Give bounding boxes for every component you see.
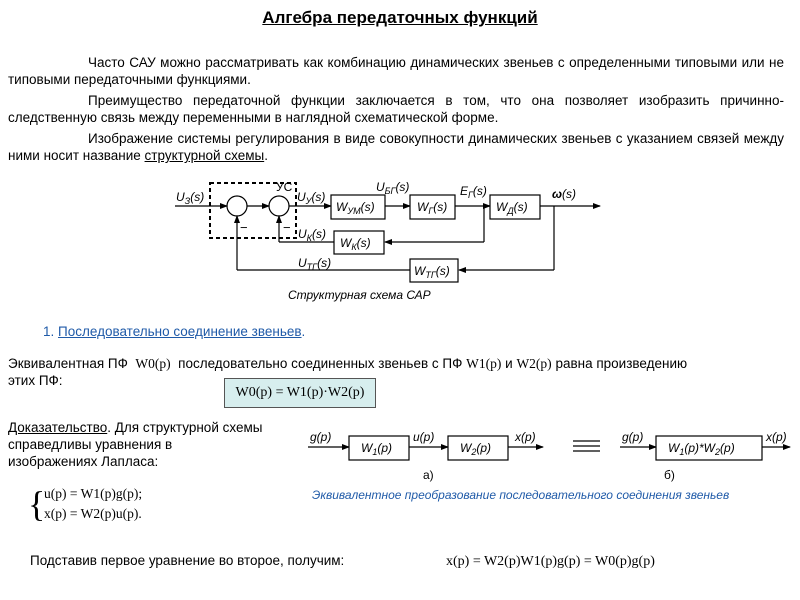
label-ubg: UБГ(s) — [376, 180, 409, 196]
page-title: Алгебра передаточных функций — [262, 8, 538, 27]
label-u: u(p) — [413, 430, 434, 444]
equivalent-transformation-caption: Эквивалентное преобразование последовате… — [312, 488, 730, 502]
serial-connection-link[interactable]: Последовательно соединение звеньев — [58, 324, 302, 339]
diagram-caption: Структурная схема САР — [288, 288, 431, 302]
label-x-a: x(p) — [514, 430, 536, 444]
paragraph-3: Изображение системы регулирования в виде… — [8, 130, 784, 164]
paragraph-3-text: Изображение системы регулирования в виде… — [8, 131, 784, 163]
label-a: а) — [423, 468, 434, 482]
summator-2 — [268, 195, 290, 217]
text-w-k: WК(s) — [340, 236, 371, 252]
text-w-g: WГ(s) — [417, 200, 447, 216]
label-utg: UТГ(s) — [298, 256, 331, 272]
label-b: б) — [664, 468, 675, 482]
label-x-b: x(p) — [765, 430, 787, 444]
equation-2: x(p) = W2(p)u(p). — [44, 506, 142, 521]
serial-connection-diagram: g(p) u(p) x(p) W1(p) W2(p) g(p) x(p) W1(… — [308, 430, 791, 482]
label-g-b: g(p) — [622, 430, 643, 444]
text-w1-w2: W1(p)*W2(p) — [668, 441, 735, 457]
paragraph-2: Преимущество передаточной функции заключ… — [8, 92, 784, 126]
paragraph-1-text: Часто САУ можно рассматривать как комбин… — [8, 55, 784, 87]
block-w-d — [489, 194, 541, 220]
text-w2: W2(p) — [460, 441, 491, 457]
equivalent-tf-statement: Эквивалентная ПФ W0(p) последовательно с… — [8, 356, 688, 388]
label-eg: EГ(s) — [460, 184, 487, 200]
minus-sign-1: − — [240, 220, 248, 235]
paragraph-2-text: Преимущество передаточной функции заключ… — [8, 93, 784, 125]
text-w1: W1(p) — [361, 441, 392, 457]
block-w-g — [409, 194, 456, 220]
summator-1 — [226, 195, 248, 217]
label-uz: UЗ(s) — [176, 190, 204, 206]
label-uy: UУ(s) — [297, 190, 325, 206]
block-w1 — [348, 435, 410, 461]
label-g-a: g(p) — [310, 430, 331, 444]
text-w-d: WД(s) — [496, 200, 528, 216]
label-uk: UК(s) — [298, 227, 326, 243]
proof-link[interactable]: Доказательство — [8, 420, 108, 435]
equation-system: { u(p) = W1(p)g(p); x(p) = W2(p)u(p). — [28, 484, 143, 524]
text-w-um: WУМ(s) — [336, 200, 375, 216]
section-heading: 1. Последовательно соединение звеньев. — [43, 324, 306, 339]
block-w2 — [447, 435, 509, 461]
text-w-tg: WТГ(s) — [414, 264, 450, 280]
minus-sign-2: − — [283, 220, 291, 235]
final-formula: x(p) = W2(p)W1(p)g(p) = W0(p)g(p) — [446, 554, 655, 569]
regulator-dashed-box — [209, 182, 297, 239]
control-system-block-diagram: UЗ(s) УС UУ(s) UБГ(s) EГ(s) ω(s) UК(s) U… — [175, 180, 601, 302]
boxed-formula: W0(p) = W1(p)·W2(p) — [224, 378, 376, 408]
paragraph-1: Часто САУ можно рассматривать как комбин… — [8, 54, 784, 88]
label-omega: ω(s) — [552, 187, 576, 201]
paragraph-3-end: . — [264, 148, 268, 163]
substitute-text: Подставив первое уравнение во второе, по… — [30, 553, 345, 568]
block-w1-w2 — [655, 435, 763, 461]
label-us: УС — [276, 180, 293, 194]
block-w-um — [330, 194, 386, 220]
proof-text: Доказательство. Для структурной схемы сп… — [8, 420, 263, 469]
curly-brace: { — [28, 484, 46, 524]
equation-1: u(p) = W1(p)g(p); — [44, 486, 143, 501]
structural-scheme-link[interactable]: структурной схемы — [144, 148, 265, 163]
